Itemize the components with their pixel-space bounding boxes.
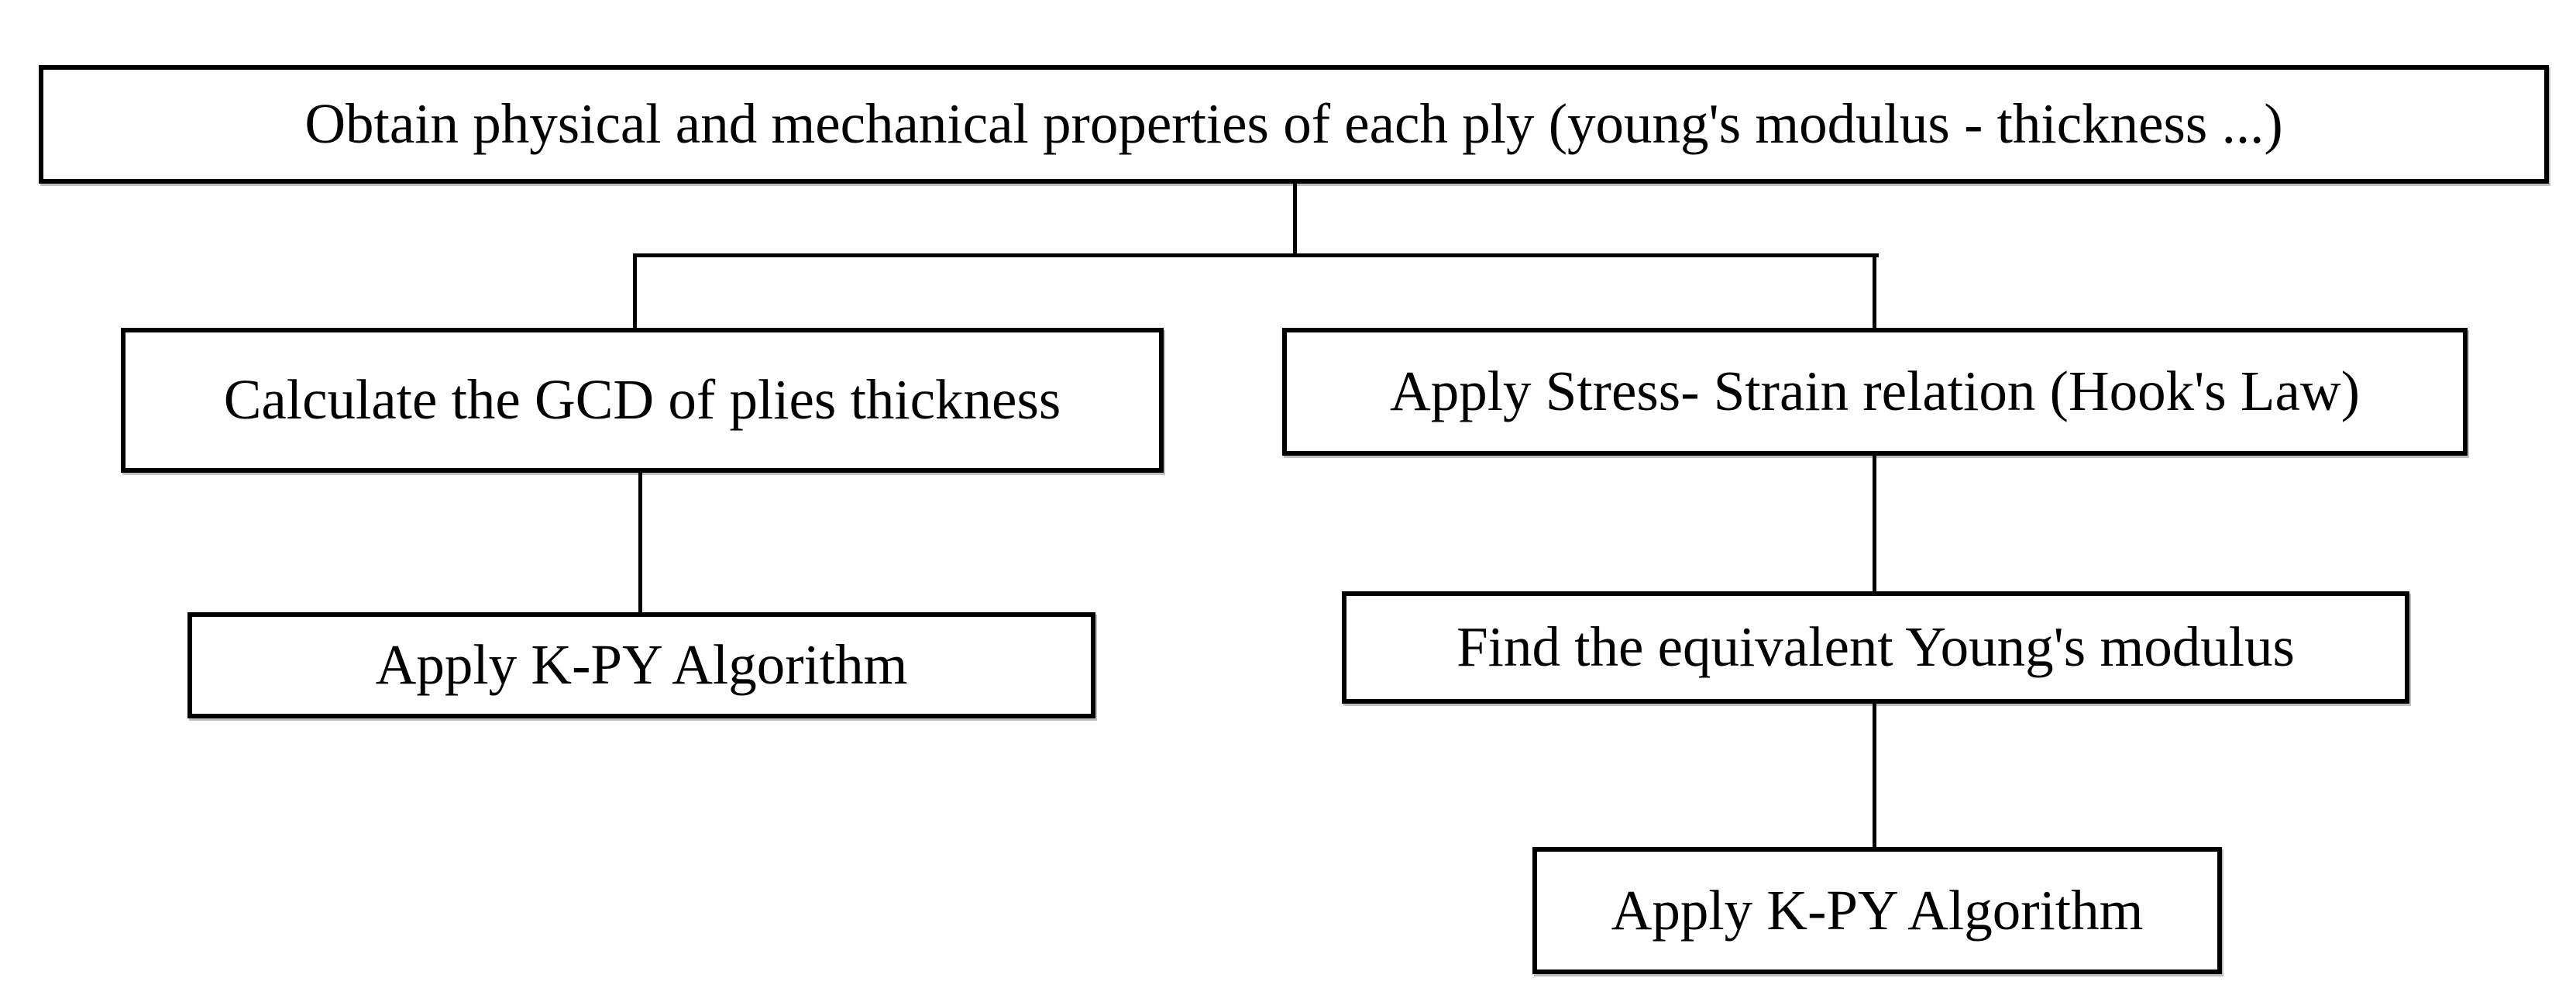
- node-find-young-modulus-label: Find the equivalent Young's modulus: [1457, 615, 2295, 679]
- node-obtain-properties: Obtain physical and mechanical propertie…: [39, 65, 2549, 184]
- node-obtain-properties-label: Obtain physical and mechanical propertie…: [304, 92, 2283, 156]
- node-apply-kpy-left-label: Apply K-PY Algorithm: [375, 633, 908, 697]
- node-apply-kpy-right-label: Apply K-PY Algorithm: [1611, 878, 2144, 942]
- connector-drop-right: [1873, 253, 1876, 329]
- node-calculate-gcd-label: Calculate the GCD of plies thickness: [223, 368, 1061, 432]
- connector-stress-to-young: [1873, 454, 1876, 593]
- connector-drop-left: [633, 253, 637, 329]
- node-stress-strain-relation: Apply Stress- Strain relation (Hook's La…: [1282, 328, 2468, 456]
- connector-branch-horizontal: [633, 253, 1879, 257]
- connector-root-stem: [1293, 184, 1297, 257]
- node-find-young-modulus: Find the equivalent Young's modulus: [1342, 591, 2409, 704]
- node-apply-kpy-right: Apply K-PY Algorithm: [1532, 847, 2222, 974]
- node-apply-kpy-left: Apply K-PY Algorithm: [187, 612, 1095, 718]
- node-calculate-gcd: Calculate the GCD of plies thickness: [121, 328, 1164, 473]
- connector-young-to-kpy: [1873, 702, 1876, 849]
- connector-gcd-to-kpy: [638, 471, 642, 614]
- node-stress-strain-relation-label: Apply Stress- Strain relation (Hook's La…: [1390, 360, 2360, 423]
